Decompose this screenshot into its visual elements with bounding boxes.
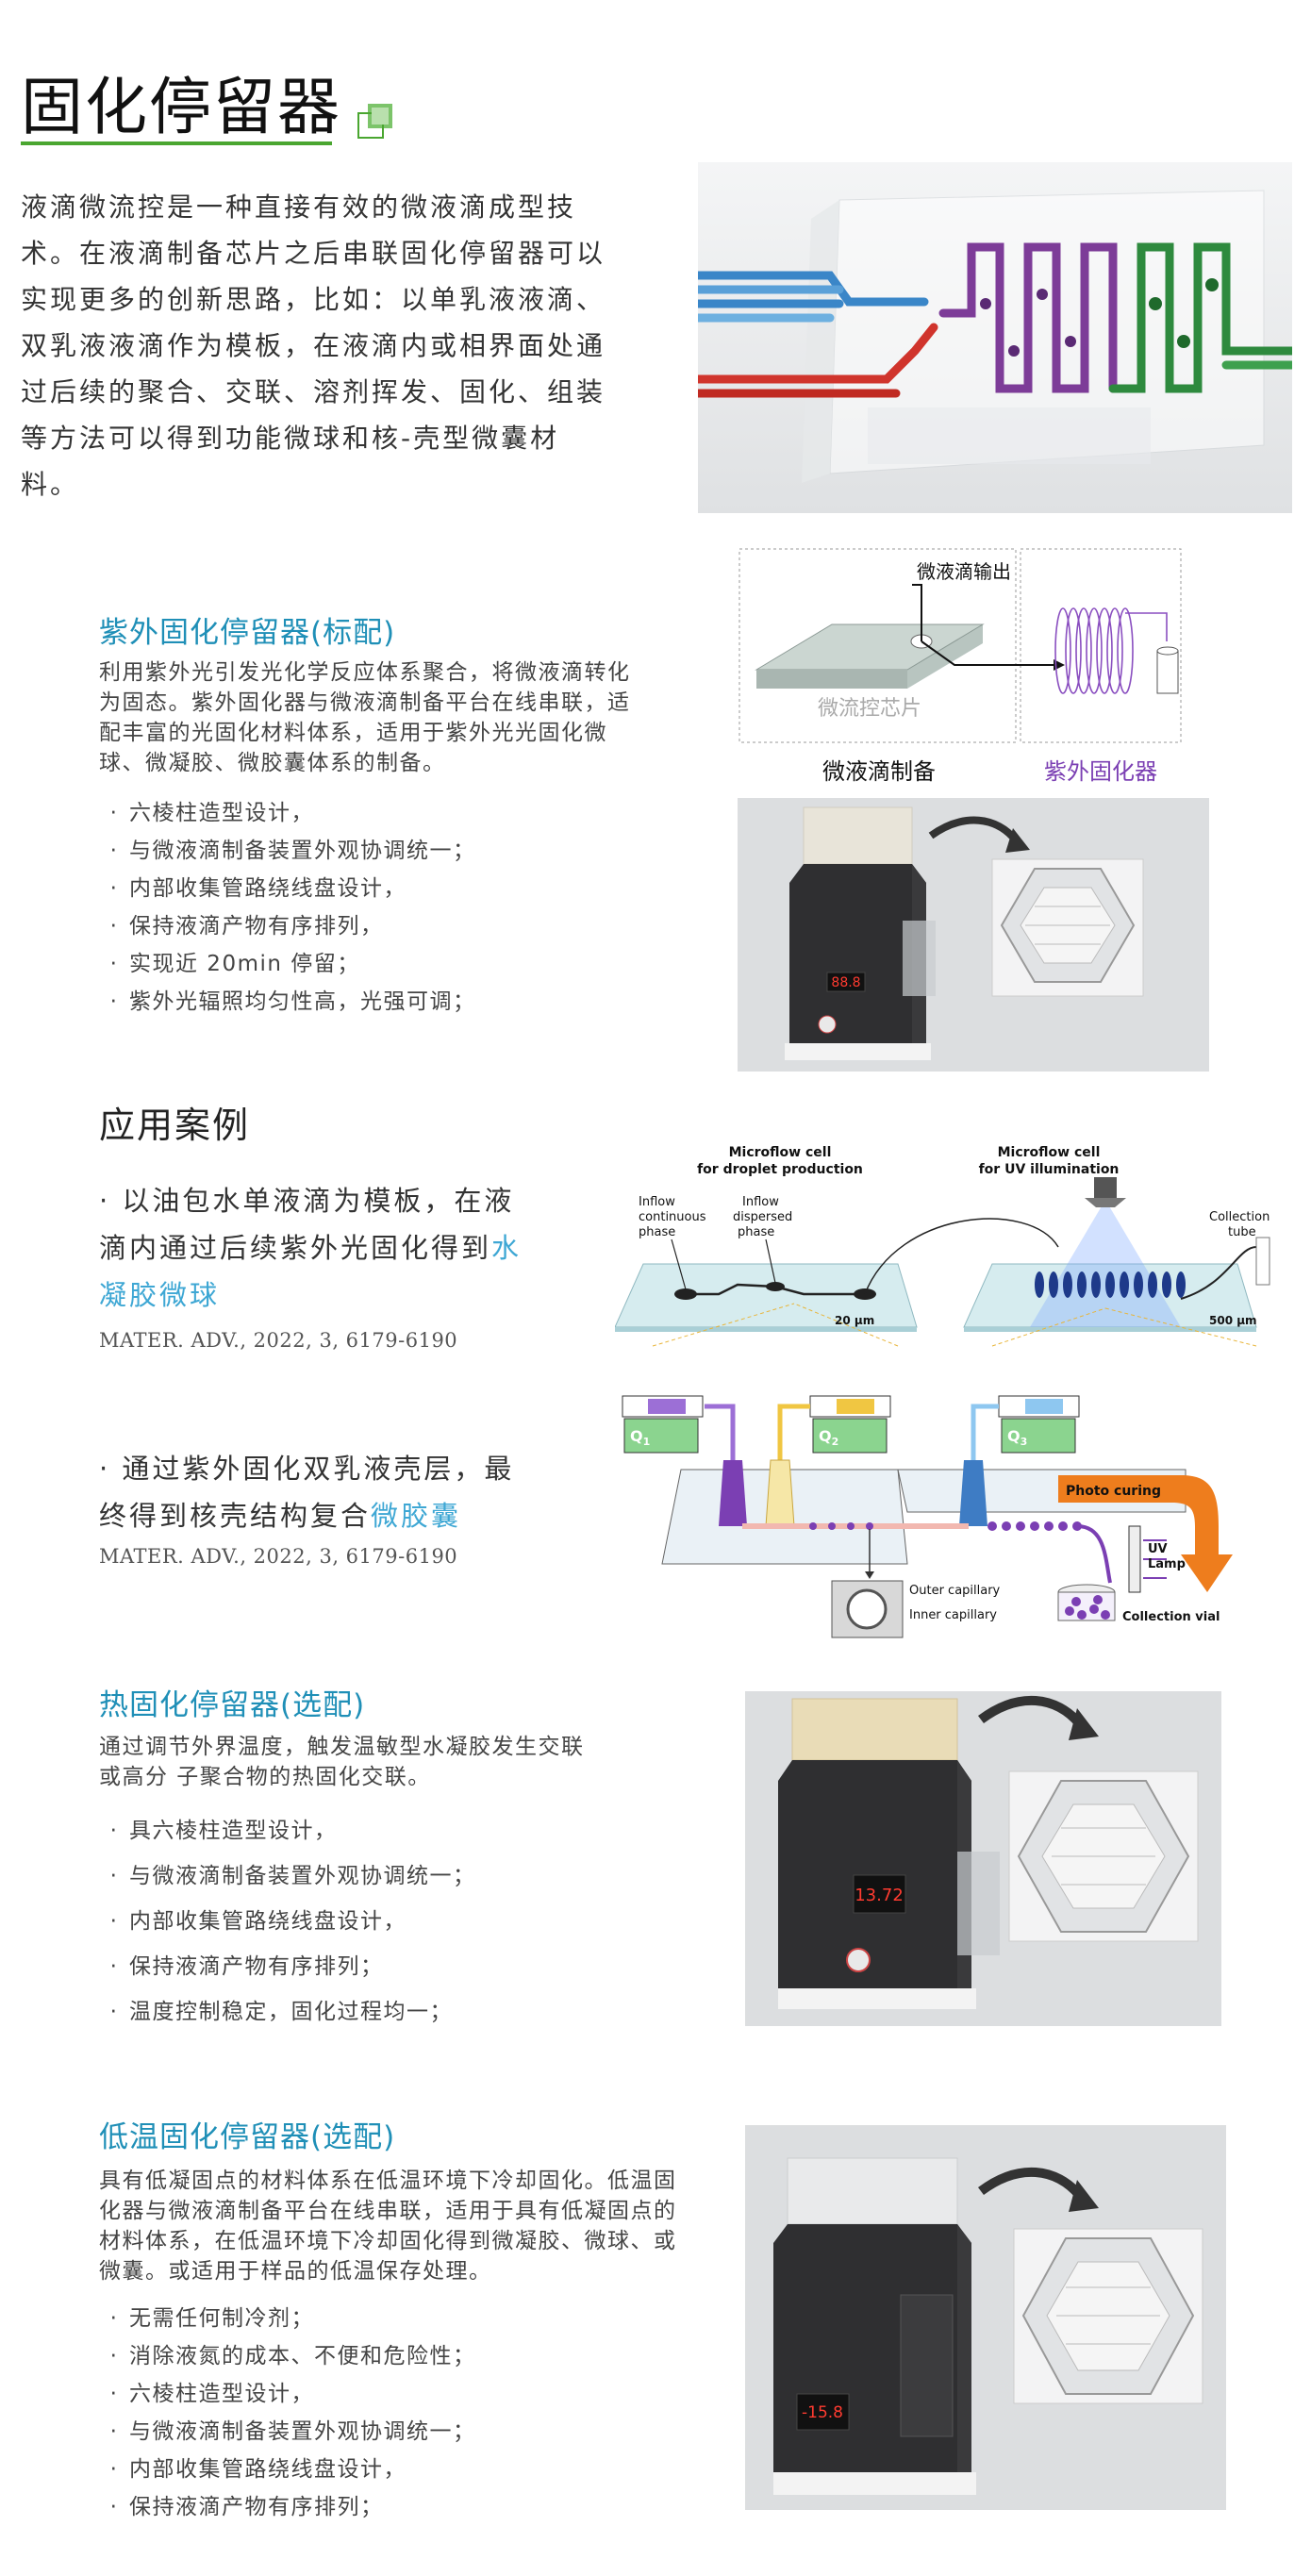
uv-section-desc: 利用紫外光引发光化学反应体系聚合，将微液滴转化为固态。紫外固化器与微液滴制备平台… (99, 660, 631, 775)
title-underline (21, 141, 332, 145)
list-item: 保持液滴产物有序排列； (99, 1944, 646, 1989)
uv-lamp-label-2: Lamp (1148, 1557, 1186, 1571)
scale-bar-1: 20 μm (835, 1314, 874, 1327)
cell1-title-2: for droplet production (697, 1162, 863, 1177)
cell2-title-1: Microflow cell (998, 1145, 1101, 1160)
inflow-continuous-3: phase (639, 1225, 675, 1239)
intro-paragraph: 液滴微流控是一种直接有效的微液滴成型技术。在液滴制备芯片之后串联固化停留器可以实… (21, 191, 606, 500)
square-deco-icon (357, 104, 392, 139)
q2-label: Q2 (819, 1427, 838, 1448)
cold-section-title: 低温固化停留器(选配) (99, 2120, 396, 2154)
right-caption: 紫外固化器 (1044, 758, 1157, 785)
uv-display-readout: 88.8 (831, 975, 860, 990)
cold-section-desc: 具有低凝固点的材料体系在低温环境下冷却固化。低温固化器与微液滴制备平台在线串联，… (99, 2169, 677, 2284)
list-item: 与微液滴制备装置外观协调统一； (99, 2413, 684, 2451)
list-item: 内部收集管路绕线盘设计， (99, 870, 646, 907)
thermal-section-title: 热固化停留器(选配) (99, 1688, 366, 1722)
thermal-device-image: 13.72 (745, 1691, 1221, 2026)
list-item: 紫外光辐照均匀性高，光强可调； (99, 983, 646, 1021)
inflow-continuous-1: Inflow (639, 1195, 675, 1209)
list-item: 六棱柱造型设计， (99, 2375, 684, 2413)
q3-label: Q3 (1007, 1427, 1027, 1448)
cold-feature-list: 无需任何制冷剂； 消除液氮的成本、不便和危险性； 六棱柱造型设计， 与微液滴制备… (99, 2300, 684, 2526)
inflow-dispersed-2: dispersed (733, 1210, 792, 1224)
thermal-section-desc: 通过调节外界温度，触发温敏型水凝胶发生交联或高分 子聚合物的热固化交联。 (99, 1735, 585, 1789)
output-label: 微液滴输出 (917, 560, 1011, 583)
thermal-display-readout: 13.72 (855, 1886, 904, 1905)
cell2-title-2: for UV illumination (979, 1162, 1120, 1177)
case1-citation: MATER. ADV., 2022, 3, 6179-6190 (99, 1329, 458, 1352)
photo-curing-label: Photo curing (1066, 1484, 1161, 1499)
microflow-cell-figure: Microflow cell for droplet production Mi… (615, 1145, 1270, 1347)
uv-flow-diagram: 微液滴输出 微流控芯片 微液滴制备 紫外固化器 (738, 548, 1182, 785)
cold-device-image: -15.8 (745, 2125, 1226, 2510)
cases-title: 应用案例 (99, 1105, 251, 1146)
list-item: 保持液滴产物有序排列； (99, 2488, 684, 2526)
list-item: 与微液滴制备装置外观协调统一； (99, 832, 646, 870)
list-item: 消除液氮的成本、不便和危险性； (99, 2337, 684, 2375)
list-item: 具六棱柱造型设计， (99, 1808, 646, 1853)
double-emulsion-figure: Q1 Q2 Q3 Outer capillary Inner capillary… (622, 1395, 1233, 1638)
list-item: 内部收集管路绕线盘设计， (99, 1899, 646, 1944)
inflow-dispersed-1: Inflow (742, 1195, 779, 1209)
inner-capillary-label: Inner capillary (909, 1608, 997, 1622)
list-item: 与微液滴制备装置外观协调统一； (99, 1853, 646, 1899)
list-item: 六棱柱造型设计， (99, 794, 646, 832)
uv-device-image: 88.8 (738, 798, 1209, 1072)
microfluidic-chip-image (698, 162, 1292, 513)
list-item: 无需任何制冷剂； (99, 2300, 684, 2337)
list-item: 内部收集管路绕线盘设计， (99, 2451, 684, 2488)
list-item: 温度控制稳定，固化过程均一； (99, 1989, 646, 2035)
q1-label: Q1 (630, 1427, 650, 1448)
case2-text: · 通过紫外固化双乳液壳层，最终得到核壳结构复合微胶囊 (99, 1453, 515, 1532)
cold-display-readout: -15.8 (802, 2403, 843, 2422)
uv-section-title: 紫外固化停留器(标配) (99, 616, 396, 650)
left-caption: 微液滴制备 (822, 758, 936, 785)
scale-bar-2: 500 μm (1209, 1314, 1257, 1327)
case2-highlight: 微胶囊 (371, 1500, 462, 1532)
inflow-dispersed-3: phase (738, 1225, 774, 1239)
chip-label: 微流控芯片 (818, 697, 921, 721)
cell1-title-1: Microflow cell (729, 1145, 832, 1160)
case1-text: · 以油包水单液滴为模板，在液滴内通过后续紫外光固化得到水凝胶微球 (99, 1185, 523, 1311)
uv-feature-list: 六棱柱造型设计， 与微液滴制备装置外观协调统一； 内部收集管路绕线盘设计， 保持… (99, 794, 646, 1021)
case2-citation: MATER. ADV., 2022, 3, 6179-6190 (99, 1545, 458, 1568)
thermal-feature-list: 具六棱柱造型设计， 与微液滴制备装置外观协调统一； 内部收集管路绕线盘设计， 保… (99, 1808, 646, 2035)
collection-vial-label: Collection vial (1122, 1610, 1220, 1624)
collection-1: Collection (1209, 1210, 1270, 1224)
page-title: 固化停留器 (21, 71, 341, 143)
case1-highlight: 水凝胶微球 (99, 1232, 523, 1311)
list-item: 保持液滴产物有序排列， (99, 907, 646, 945)
uv-lamp-label-1: UV (1148, 1542, 1168, 1556)
inflow-continuous-2: continuous (639, 1210, 706, 1224)
outer-capillary-label: Outer capillary (909, 1584, 1001, 1598)
list-item: 实现近 20min 停留； (99, 945, 646, 983)
collection-2: tube (1228, 1225, 1256, 1239)
